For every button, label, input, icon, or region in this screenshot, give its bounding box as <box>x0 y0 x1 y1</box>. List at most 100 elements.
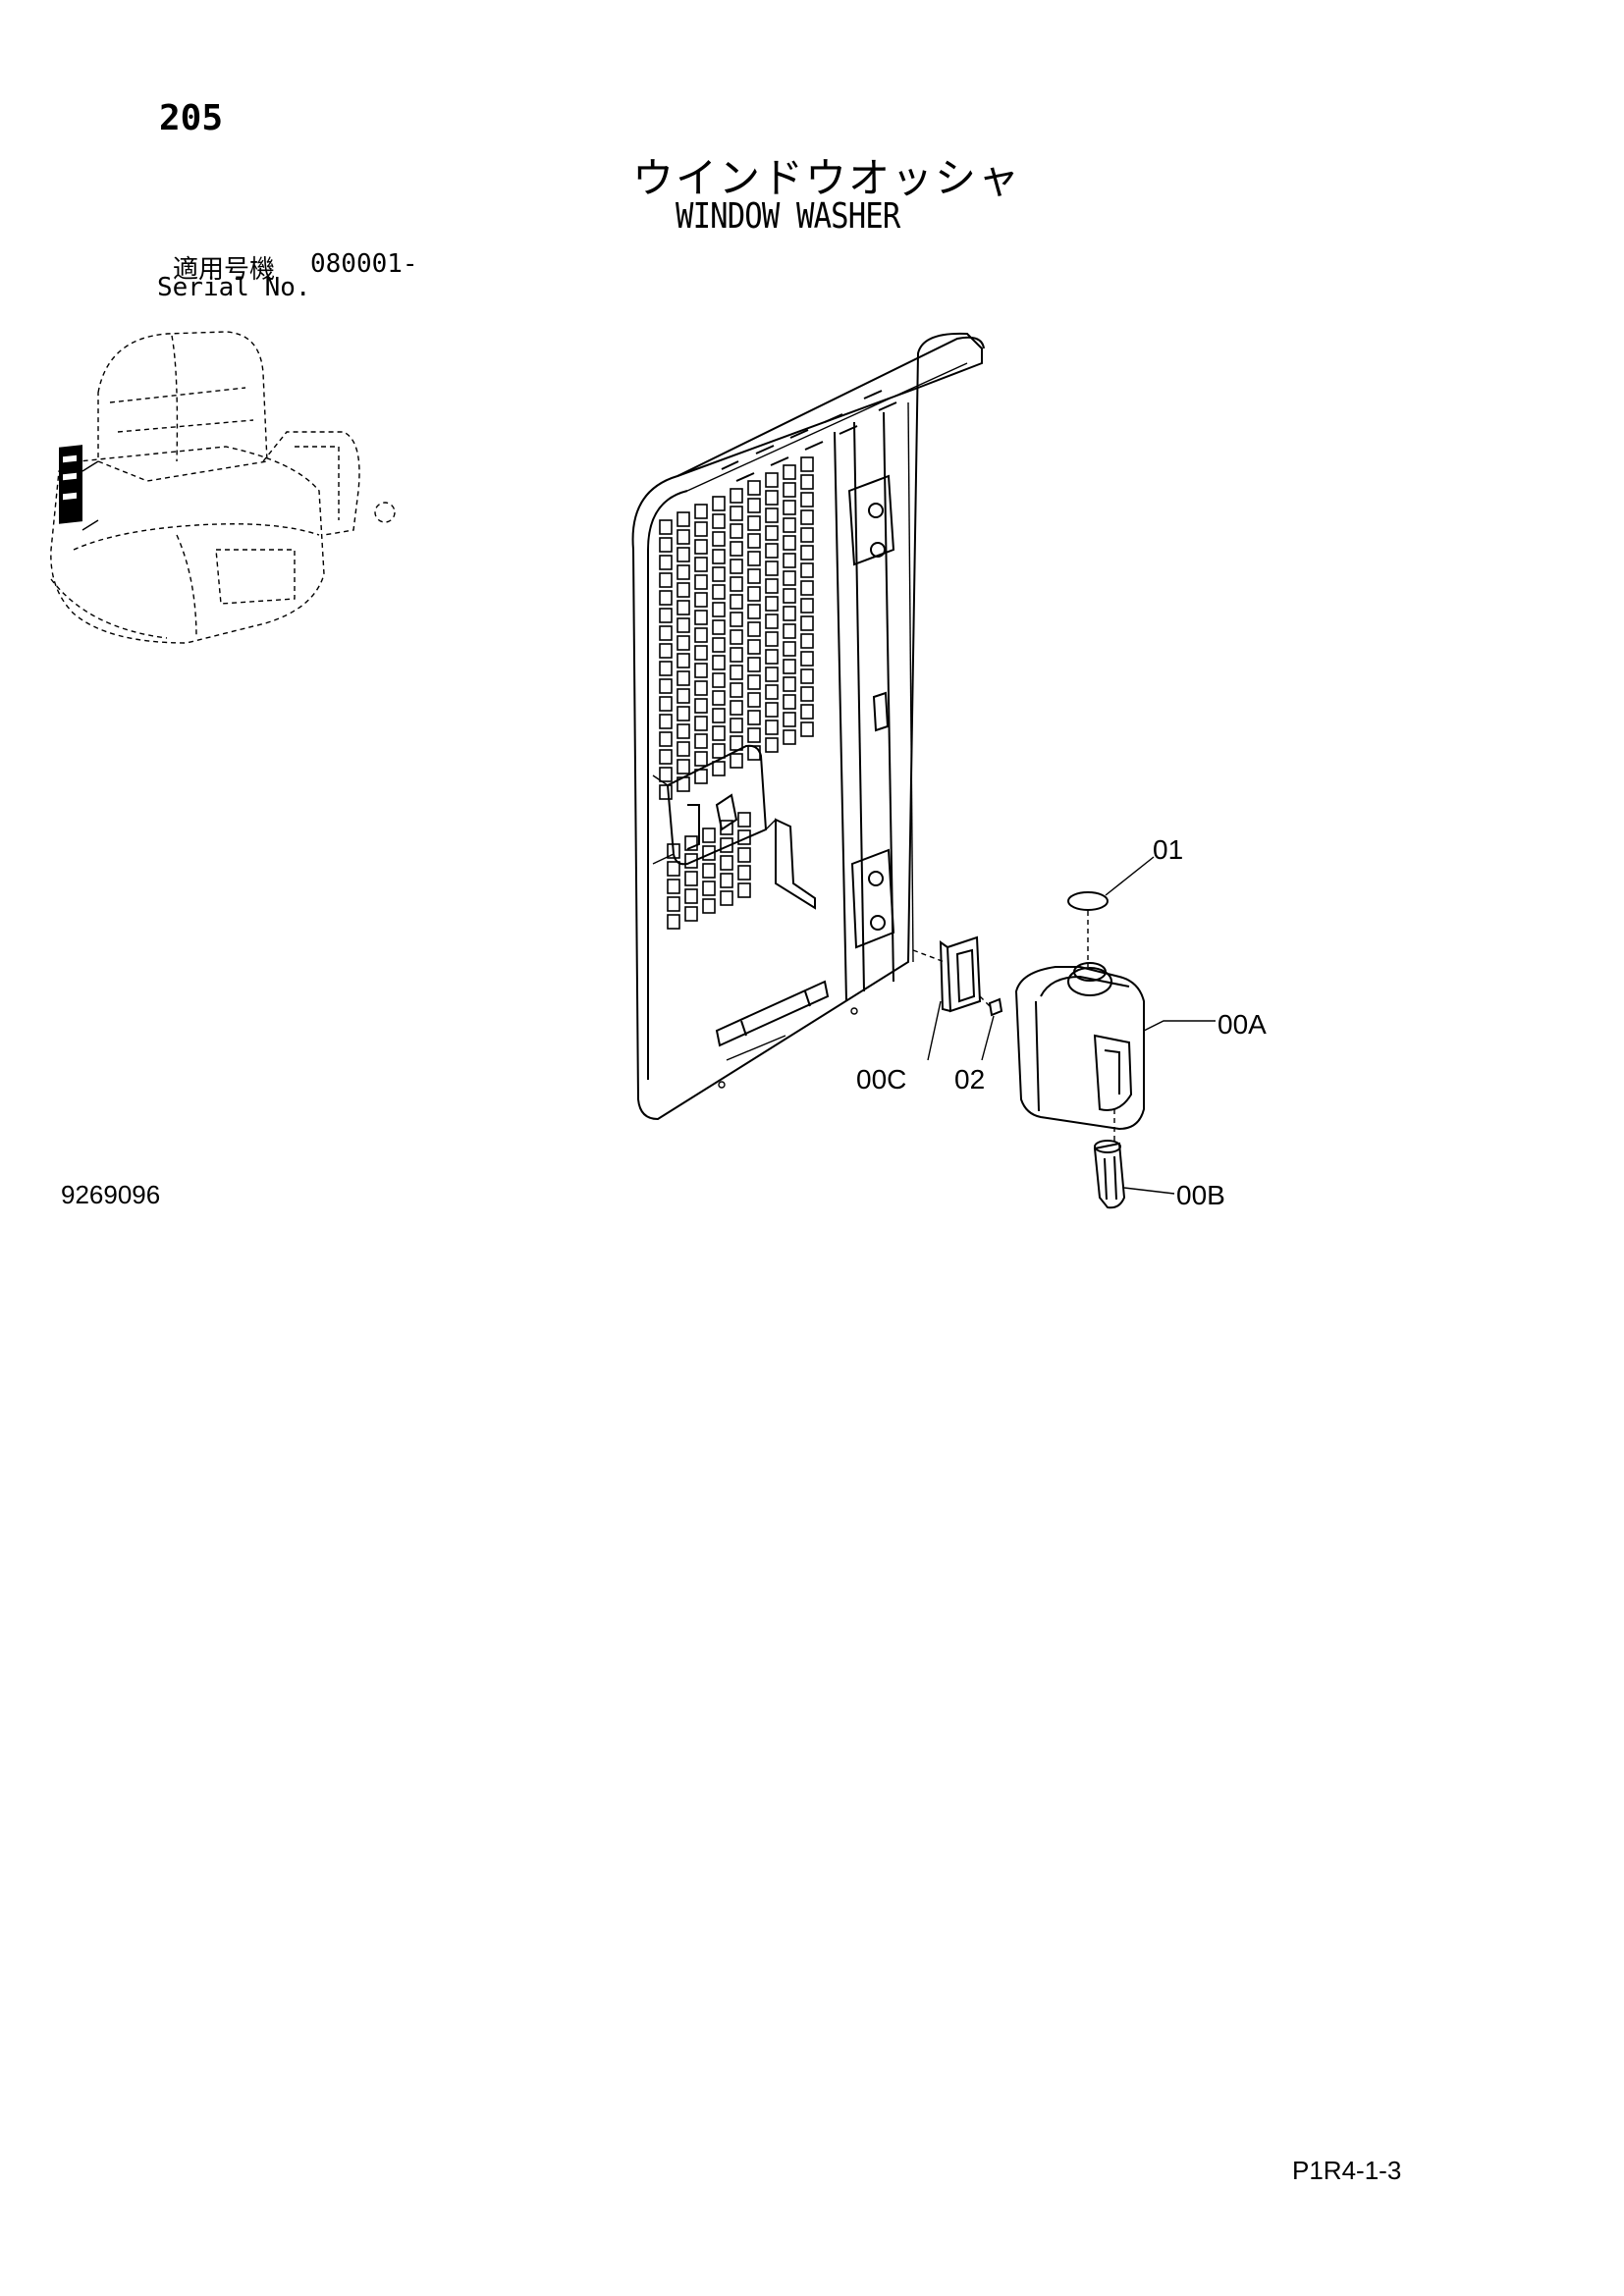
grille-hole <box>702 828 716 843</box>
grille-hole <box>659 696 673 712</box>
grille-hole <box>800 509 814 525</box>
grille-hole <box>694 610 708 625</box>
grille-hole <box>712 531 726 547</box>
grille-hole <box>659 608 673 623</box>
grille-hole <box>712 549 726 564</box>
title-english: WINDOW WASHER <box>676 196 900 237</box>
grille-hole <box>712 637 726 653</box>
grille-hole <box>677 723 690 739</box>
grille-hole <box>747 674 761 690</box>
grille-hole <box>747 551 761 566</box>
grille-hole <box>694 645 708 661</box>
grille-hole <box>765 684 779 700</box>
serial-number-value: 080001- <box>310 249 418 279</box>
grille-hole <box>659 784 673 800</box>
grille-hole <box>677 670 690 686</box>
grille-hole <box>712 655 726 670</box>
grille-hole <box>712 708 726 723</box>
grille-hole <box>667 861 680 877</box>
grille-hole <box>720 873 733 888</box>
grille-hole <box>765 543 779 559</box>
grille-hole <box>765 596 779 612</box>
grille-hole <box>737 812 751 828</box>
grille-hole <box>730 700 743 716</box>
grille-hole <box>712 513 726 529</box>
grille-hole <box>684 853 698 869</box>
grille-hole <box>800 651 814 667</box>
grille-hole <box>747 692 761 708</box>
grille-hole <box>747 498 761 513</box>
grille-hole <box>765 525 779 541</box>
grille-hole <box>694 663 708 678</box>
grille-hole <box>800 668 814 684</box>
grille-hole <box>712 690 726 706</box>
perforated-grille <box>659 456 814 800</box>
grille-hole <box>765 631 779 647</box>
grille-hole <box>712 672 726 688</box>
callout-00c: 00C <box>856 1064 907 1095</box>
grille-hole <box>667 879 680 894</box>
grille-hole <box>694 521 708 537</box>
grille-hole <box>659 714 673 729</box>
grille-hole <box>783 588 796 604</box>
grille-hole <box>800 615 814 631</box>
grille-hole <box>720 855 733 871</box>
grille-hole <box>747 727 761 743</box>
callout-01: 01 <box>1153 834 1184 865</box>
grille-hole <box>684 871 698 886</box>
grille-hole <box>730 647 743 663</box>
grille-hole <box>800 721 814 737</box>
grille-hole <box>677 759 690 774</box>
grille-hole <box>694 733 708 749</box>
grille-hole <box>800 562 814 578</box>
grille-hole <box>659 731 673 747</box>
grille-hole <box>712 725 726 741</box>
grille-hole <box>694 592 708 608</box>
grille-hole <box>677 529 690 545</box>
grille-hole <box>783 500 796 515</box>
grille-hole <box>702 898 716 914</box>
grille-hole <box>783 694 796 710</box>
grille-hole <box>783 712 796 727</box>
grille-hole <box>765 614 779 629</box>
grille-hole <box>712 566 726 582</box>
grille-hole <box>730 559 743 574</box>
grille-hole <box>765 649 779 665</box>
grille-hole <box>747 604 761 619</box>
grille-hole <box>730 576 743 592</box>
figure-number: 9269096 <box>61 1180 161 1209</box>
grille-hole <box>730 506 743 521</box>
lower-perforated-grille <box>667 812 751 930</box>
grille-hole <box>677 688 690 704</box>
grille-hole <box>783 553 796 568</box>
grille-hole <box>765 561 779 576</box>
grille-hole <box>659 590 673 606</box>
grille-hole <box>677 706 690 721</box>
grille-hole <box>800 686 814 702</box>
grille-hole <box>730 612 743 627</box>
side-cover-panel <box>631 332 985 1121</box>
grille-hole <box>677 653 690 668</box>
serial-label-english: Serial No. <box>157 273 311 302</box>
grille-hole <box>659 537 673 553</box>
grille-hole <box>730 523 743 539</box>
grille-hole <box>659 572 673 588</box>
grille-hole <box>800 633 814 649</box>
grille-hole <box>712 584 726 600</box>
grille-hole <box>667 914 680 930</box>
grille-hole <box>747 515 761 531</box>
grille-hole <box>677 635 690 651</box>
grille-hole <box>783 570 796 586</box>
grille-hole <box>783 641 796 657</box>
grille-hole <box>765 702 779 718</box>
grille-hole <box>720 890 733 906</box>
grille-hole <box>747 533 761 549</box>
tank-cap-part <box>1067 891 1109 911</box>
grille-hole <box>702 881 716 896</box>
grille-hole <box>730 541 743 557</box>
grille-hole <box>783 535 796 551</box>
grille-hole <box>800 456 814 472</box>
grille-hole <box>684 906 698 922</box>
machine-locator-thumbnail <box>50 331 396 644</box>
